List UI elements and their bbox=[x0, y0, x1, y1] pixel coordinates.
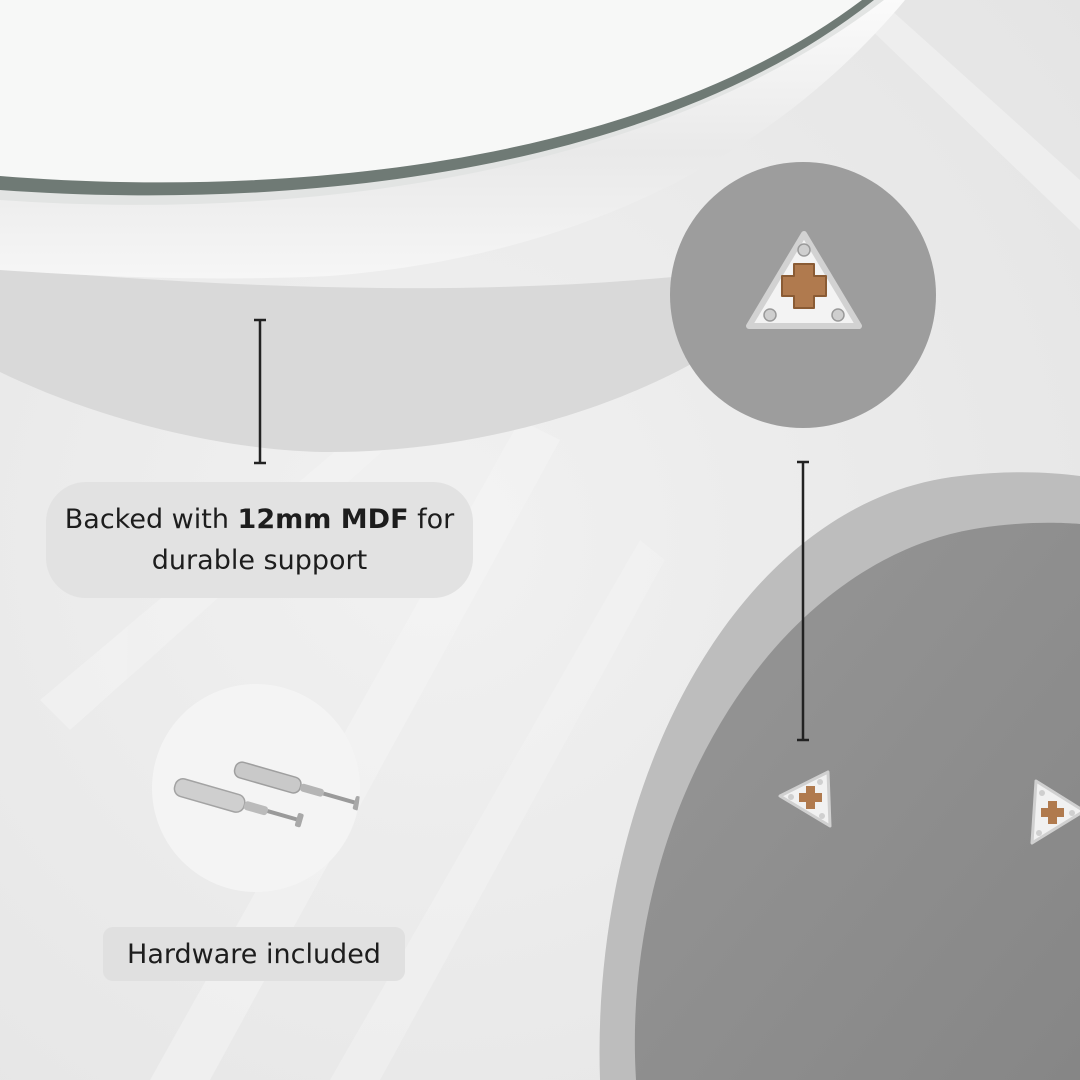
mdf-callout-suffix: for bbox=[417, 504, 455, 535]
hardware-callout-label: Hardware included bbox=[127, 938, 381, 970]
triangular-mounting-bracket-icon bbox=[778, 770, 832, 828]
bracket-leader-line bbox=[797, 460, 809, 742]
mirror-glass bbox=[0, 0, 862, 183]
triangular-mounting-bracket-icon bbox=[746, 231, 862, 329]
hardware-circle bbox=[152, 684, 360, 892]
mdf-callout-line1: Backed with 12mm MDF for bbox=[65, 499, 454, 540]
mdf-callout-line2: durable support bbox=[151, 545, 368, 576]
soft-shadow-shape bbox=[0, 266, 780, 452]
mdf-callout-highlight: 12mm MDF bbox=[237, 504, 409, 535]
mdf-callout: Backed with 12mm MDF for durable support bbox=[46, 482, 473, 598]
mdf-leader-line bbox=[254, 318, 266, 465]
mirror-backing bbox=[634, 522, 1080, 1080]
mdf-callout-prefix: Backed with bbox=[64, 504, 229, 535]
triangular-mounting-bracket-icon bbox=[1030, 779, 1080, 845]
mirror-frame bbox=[0, 0, 905, 279]
mirror-glass-edge bbox=[0, 0, 874, 196]
wall-plug-and-screw-icon bbox=[173, 761, 360, 828]
hardware-callout: Hardware included bbox=[103, 927, 405, 981]
